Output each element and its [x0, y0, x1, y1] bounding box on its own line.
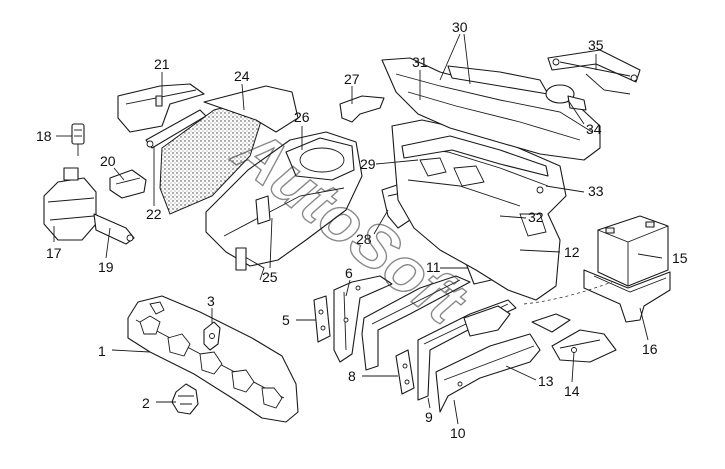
callout-31: 31	[412, 54, 428, 70]
callout-33: 33	[588, 183, 604, 199]
callout-6: 6	[345, 265, 353, 281]
part-2-bracket	[171, 383, 199, 415]
callout-35: 35	[588, 37, 604, 53]
callout-15: 15	[672, 250, 688, 266]
part-inner-rail	[361, 275, 471, 371]
part-8-bracket	[395, 349, 415, 395]
callout-16: 16	[642, 341, 658, 357]
callout-21: 21	[154, 56, 170, 72]
callout-22: 22	[146, 206, 162, 222]
callout-10: 10	[450, 425, 466, 441]
leader-lines	[53, 33, 663, 425]
callout-19: 19	[98, 259, 114, 275]
callout-13: 13	[538, 373, 554, 389]
part-35-linkage	[547, 49, 641, 95]
part-10-lower-rail	[435, 333, 541, 413]
part-17-reservoir	[43, 167, 97, 241]
callout-1: 1	[98, 343, 106, 359]
part-15-battery	[597, 215, 669, 287]
part-19-connector	[93, 213, 135, 245]
callout-labels: 1 2 3 5 6 8 9 10 11 12 13 14 15 16 17 18…	[36, 19, 688, 441]
callout-3: 3	[207, 293, 215, 309]
callout-32: 32	[528, 209, 544, 225]
part-14-bracket	[531, 313, 617, 363]
callout-24: 24	[234, 68, 250, 84]
callout-14: 14	[564, 383, 580, 399]
callout-20: 20	[100, 153, 116, 169]
callout-27: 27	[344, 71, 360, 87]
part-21-bracket	[117, 83, 205, 133]
part-13-reinforcement	[463, 305, 511, 337]
callout-8: 8	[348, 368, 356, 384]
callout-17: 17	[46, 245, 62, 261]
callout-28: 28	[356, 231, 372, 247]
callout-18: 18	[36, 128, 52, 144]
part-6-side-member	[333, 275, 393, 363]
part-33-cross-bar	[401, 135, 549, 194]
callout-30: 30	[452, 19, 468, 35]
part-27-bracket	[339, 95, 385, 123]
callout-5: 5	[282, 312, 290, 328]
callout-2: 2	[142, 395, 150, 411]
callout-9: 9	[425, 409, 433, 425]
callout-12: 12	[564, 244, 580, 260]
callout-29: 29	[360, 156, 376, 172]
part-5-plate	[313, 295, 331, 343]
part-34-motor	[545, 84, 587, 111]
part-16-battery-tray	[583, 269, 671, 323]
part-25-26-side-assembly	[205, 131, 363, 281]
part-24-panel	[159, 85, 299, 215]
callout-11: 11	[426, 259, 441, 275]
part-20-bracket	[109, 169, 147, 199]
callout-25: 25	[262, 269, 278, 285]
part-1-front-panel	[127, 295, 299, 423]
callout-26: 26	[294, 109, 310, 125]
routing-line	[523, 281, 613, 305]
part-3-clip	[203, 321, 221, 351]
part-18-cap	[71, 123, 85, 156]
callout-34: 34	[586, 121, 602, 137]
